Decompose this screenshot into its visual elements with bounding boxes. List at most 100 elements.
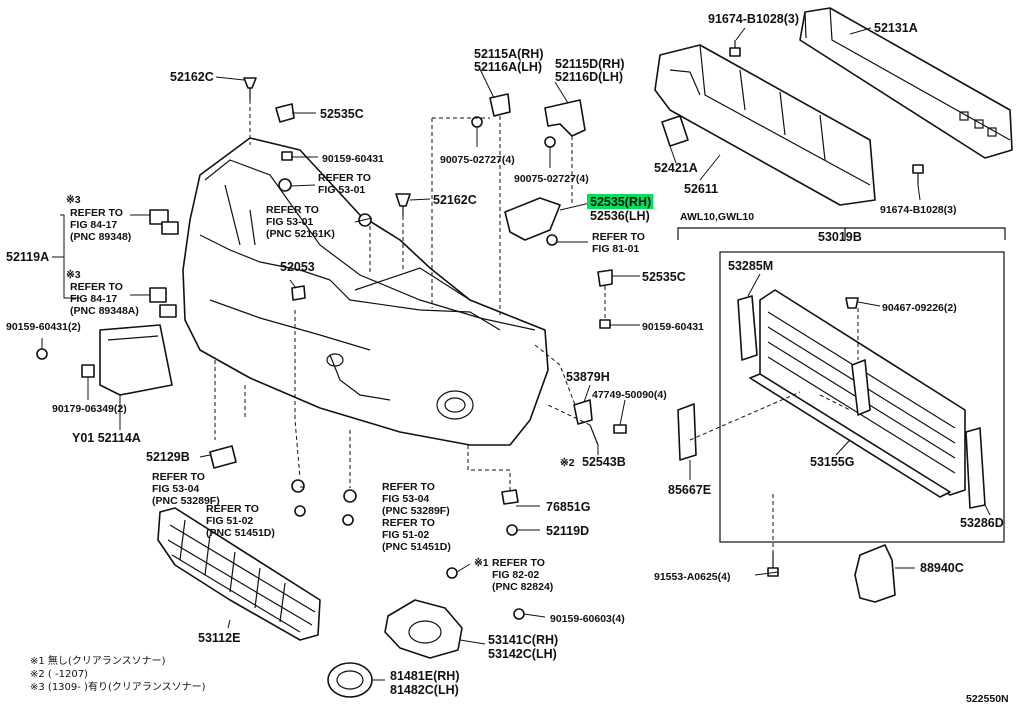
label-52115D: 52115D(RH) xyxy=(555,57,624,71)
lower-grille xyxy=(157,507,321,641)
label-52119D: 52119D xyxy=(546,524,589,538)
footnote-3: ※3 (1309- )有り(クリアランスソナー) xyxy=(30,680,206,693)
label-52162C-a: 52162C xyxy=(170,70,214,84)
clips-53-04-51-02 xyxy=(291,479,357,526)
leader-lines xyxy=(41,27,991,681)
label-53019B: 53019B xyxy=(818,230,862,244)
dashed-leaders xyxy=(214,100,859,552)
label-76851G: 76851G xyxy=(546,500,590,514)
seal-53285M xyxy=(737,295,758,361)
label-88940C: 88940C xyxy=(920,561,964,575)
label-85667E: 85667E xyxy=(668,483,711,497)
diagram-id: 522550N xyxy=(966,693,1009,705)
label-52421A: 52421A xyxy=(654,161,698,175)
clip-52162C-top xyxy=(243,77,257,100)
pad-52053 xyxy=(291,285,306,301)
label-ref-53-04-a3: (PNC 53289F) xyxy=(152,495,220,507)
bracket-85667E xyxy=(677,403,697,461)
screw-90159-a xyxy=(281,151,293,161)
label-ref-53-04-a: REFER TO xyxy=(152,471,205,483)
label-52119A: 52119A xyxy=(6,250,49,264)
label-ref-53-04-b2: FIG 53-04 xyxy=(382,493,429,505)
shutter-box xyxy=(677,227,1006,543)
sensor-bracket-lower xyxy=(149,287,177,318)
bracket-52115D xyxy=(544,99,586,148)
label-ref-53-01-b: REFER TO xyxy=(266,204,319,216)
reinforcement-bar xyxy=(799,7,1013,159)
label-ref-51-02-b3: (PNC 51451D) xyxy=(382,541,451,553)
bolt-91674-bottom xyxy=(912,164,924,185)
cap-52129B xyxy=(209,445,237,469)
label-ref-53-01-b2: FIG 53-01 xyxy=(266,216,313,228)
label-53142C: 53142C(LH) xyxy=(488,647,557,661)
label-ref-53-04-b3: (PNC 53289F) xyxy=(382,505,450,517)
highlight-52535 xyxy=(587,194,653,209)
labels: 91674-B1028(3) 52131A 52162C 52115A(RH) … xyxy=(6,12,1009,705)
label-90075-b: 90075-02727(4) xyxy=(514,173,589,185)
label-ref-84-17-a2: FIG 84-17 xyxy=(70,219,117,231)
label-52543B-note: ※2 xyxy=(560,457,575,469)
clip-47749 xyxy=(613,424,627,434)
label-90159-c: 90159-60431 xyxy=(642,321,704,333)
label-52053: 52053 xyxy=(280,260,315,274)
label-ref-81-01: REFER TO xyxy=(592,231,645,243)
label-90159-b: 90159-60431(2) xyxy=(6,321,81,333)
sensor-bracket-upper xyxy=(149,209,179,235)
label-52543B: 52543B xyxy=(582,455,626,469)
seal-53286D xyxy=(965,427,986,509)
label-ref-84-17-a: REFER TO xyxy=(70,207,123,219)
label-52162C-b: 52162C xyxy=(433,193,477,207)
fog-bezel xyxy=(327,662,373,698)
label-ref-82-02c: (PNC 82824) xyxy=(492,581,553,593)
clip-53-01-a xyxy=(278,178,292,192)
label-ref-84-17-b: REFER TO xyxy=(70,281,123,293)
label-note3-a: ※3 xyxy=(66,194,81,206)
label-ref-84-17-b2: FIG 84-17 xyxy=(70,293,117,305)
label-ref-82-02: REFER TO xyxy=(492,557,545,569)
label-ref-51-02-a2: FIG 51-02 xyxy=(206,515,253,527)
label-53879H: 53879H xyxy=(566,370,610,384)
clip-52162C-mid xyxy=(395,193,411,216)
bumper-cover xyxy=(182,137,549,446)
bracket-53879H xyxy=(573,399,599,446)
label-note3-b: ※3 xyxy=(66,269,81,281)
label-ref-84-17-b3: (PNC 89348A) xyxy=(70,305,139,317)
clips-76851G-52119D xyxy=(501,489,519,536)
bracket-52535C xyxy=(275,103,295,123)
label-ref-81-01b: FIG 81-01 xyxy=(592,243,639,255)
label-81482C: 81482C(LH) xyxy=(390,683,459,697)
label-ref-51-02-a3: (PNC 51451D) xyxy=(206,527,275,539)
label-52129B: 52129B xyxy=(146,450,190,464)
label-52611: 52611 xyxy=(684,182,718,196)
label-90159-d: 90159-60603(4) xyxy=(550,613,625,625)
fog-cover xyxy=(384,567,525,659)
bracket-52115A xyxy=(471,93,511,128)
label-53155G: 53155G xyxy=(810,455,854,469)
label-90179: 90179-06349(2) xyxy=(52,403,127,415)
label-90467: 90467-09226(2) xyxy=(882,302,957,314)
label-52116A: 52116A(LH) xyxy=(474,60,542,74)
label-53285M: 53285M xyxy=(728,259,773,273)
duct-88940C xyxy=(854,544,896,603)
label-52114A: Y01 52114A xyxy=(72,431,141,445)
label-ref-82-02b: FIG 82-02 xyxy=(492,569,539,581)
label-ref-82-02-note: ※1 xyxy=(474,557,489,569)
license-bracket xyxy=(36,324,173,396)
label-ref-53-01-a2: FIG 53-01 xyxy=(318,184,365,196)
label-ref-53-04-a2: FIG 53-04 xyxy=(152,483,199,495)
retainer-52535 xyxy=(504,197,561,246)
label-ref-53-04-b: REFER TO xyxy=(382,481,435,493)
label-52131A: 52131A xyxy=(874,21,918,35)
label-52535-rh: 52535(RH) xyxy=(590,195,651,209)
label-53286D: 53286D xyxy=(960,516,1004,530)
label-47749: 47749-50090(4) xyxy=(592,389,667,401)
footnote-1: ※1 無し(クリアランスソナー) xyxy=(30,654,166,667)
label-ref-51-02-b: REFER TO xyxy=(382,517,435,529)
label-ref-84-17-a3: (PNC 89348) xyxy=(70,231,131,243)
clip-90467 xyxy=(845,297,859,309)
label-91553: 91553-A0625(4) xyxy=(654,571,730,583)
label-ref-53-01-b3: (PNC 52161K) xyxy=(266,228,335,240)
label-52535C-b: 52535C xyxy=(642,270,686,284)
label-90075-a: 90075-02727(4) xyxy=(440,154,515,166)
label-ref-51-02-b2: FIG 51-02 xyxy=(382,529,429,541)
